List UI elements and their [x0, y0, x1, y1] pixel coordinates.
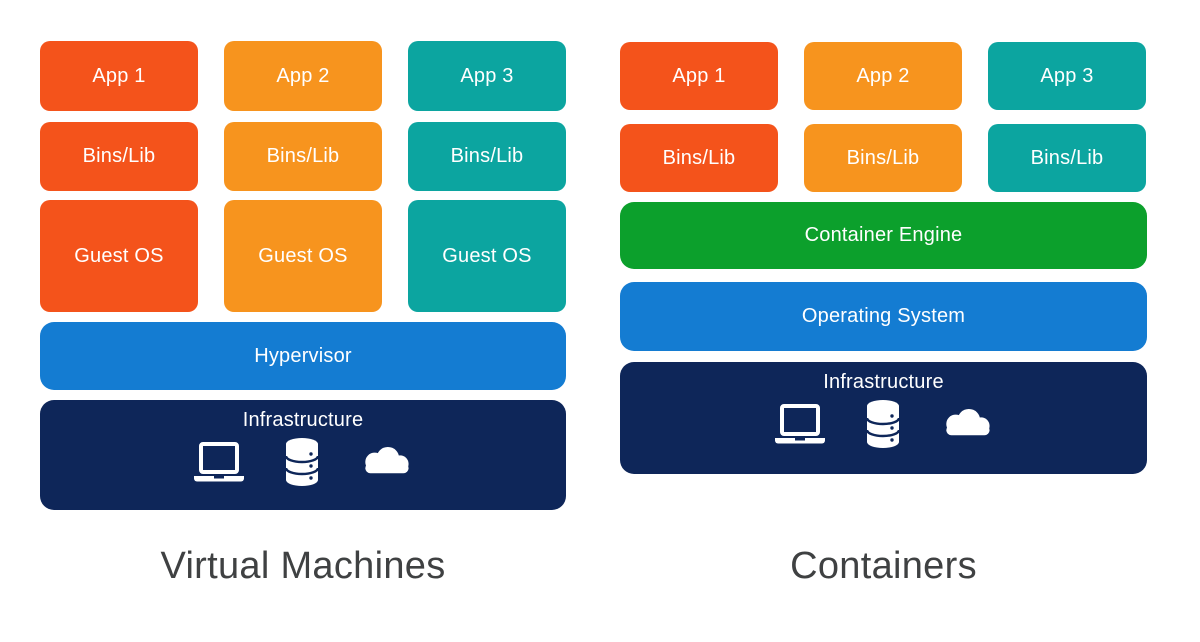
ct-stack1-app-block: App 1 [620, 42, 778, 110]
vm-stack3-app-block: App 3 [408, 41, 566, 111]
vm-stack1-app-block: App 1 [40, 41, 198, 111]
laptop-icon [194, 442, 244, 482]
cloud-icon [945, 408, 990, 436]
ct-infrastructure-icons [773, 399, 995, 449]
container-engine-label: Container Engine [804, 224, 963, 246]
vm-infrastructure-label: Infrastructure [242, 409, 364, 431]
vm-stack1-binslib-block: Bins/Lib [40, 122, 198, 191]
vm-stack2-guestos-block: Guest OS [224, 200, 382, 312]
vm-infrastructure-bar: Infrastructure [40, 400, 566, 510]
ct-infrastructure-label: Infrastructure [823, 371, 944, 393]
operating-system-bar: Operating System [620, 282, 1147, 351]
hypervisor-bar: Hypervisor [40, 322, 566, 390]
database-icon [284, 438, 320, 486]
ct-stack3-app-block: App 3 [988, 42, 1146, 110]
operating-system-label: Operating System [801, 305, 966, 327]
ct-infrastructure-bar: Infrastructure [620, 362, 1147, 474]
containers-title: Containers [790, 544, 977, 587]
ct-stack2-binslib-block: Bins/Lib [804, 124, 962, 192]
vm-stack3-guestos-block: Guest OS [408, 200, 566, 312]
ct-stack1-binslib-block: Bins/Lib [620, 124, 778, 192]
ct-stack3-binslib-block: Bins/Lib [988, 124, 1146, 192]
virtual-machines-panel: App 1 App 2 App 3 Bins/Lib Bins/Lib Bins… [40, 41, 566, 510]
containers-panel: App 1 App 2 App 3 Bins/Lib Bins/Lib Bins… [620, 42, 1147, 474]
cloud-icon [365, 446, 409, 474]
vm-stack2-app-block: App 2 [224, 41, 382, 111]
vm-infrastructure-icons [192, 437, 414, 487]
container-engine-bar: Container Engine [620, 202, 1147, 269]
vm-stack3-binslib-block: Bins/Lib [408, 122, 566, 191]
database-icon [865, 400, 900, 448]
vm-stack1-guestos-block: Guest OS [40, 200, 198, 312]
ct-stack2-app-block: App 2 [804, 42, 962, 110]
virtual-machines-title: Virtual Machines [160, 544, 446, 587]
vm-stack2-binslib-block: Bins/Lib [224, 122, 382, 191]
hypervisor-label: Hypervisor [254, 344, 352, 367]
laptop-icon [774, 404, 825, 444]
